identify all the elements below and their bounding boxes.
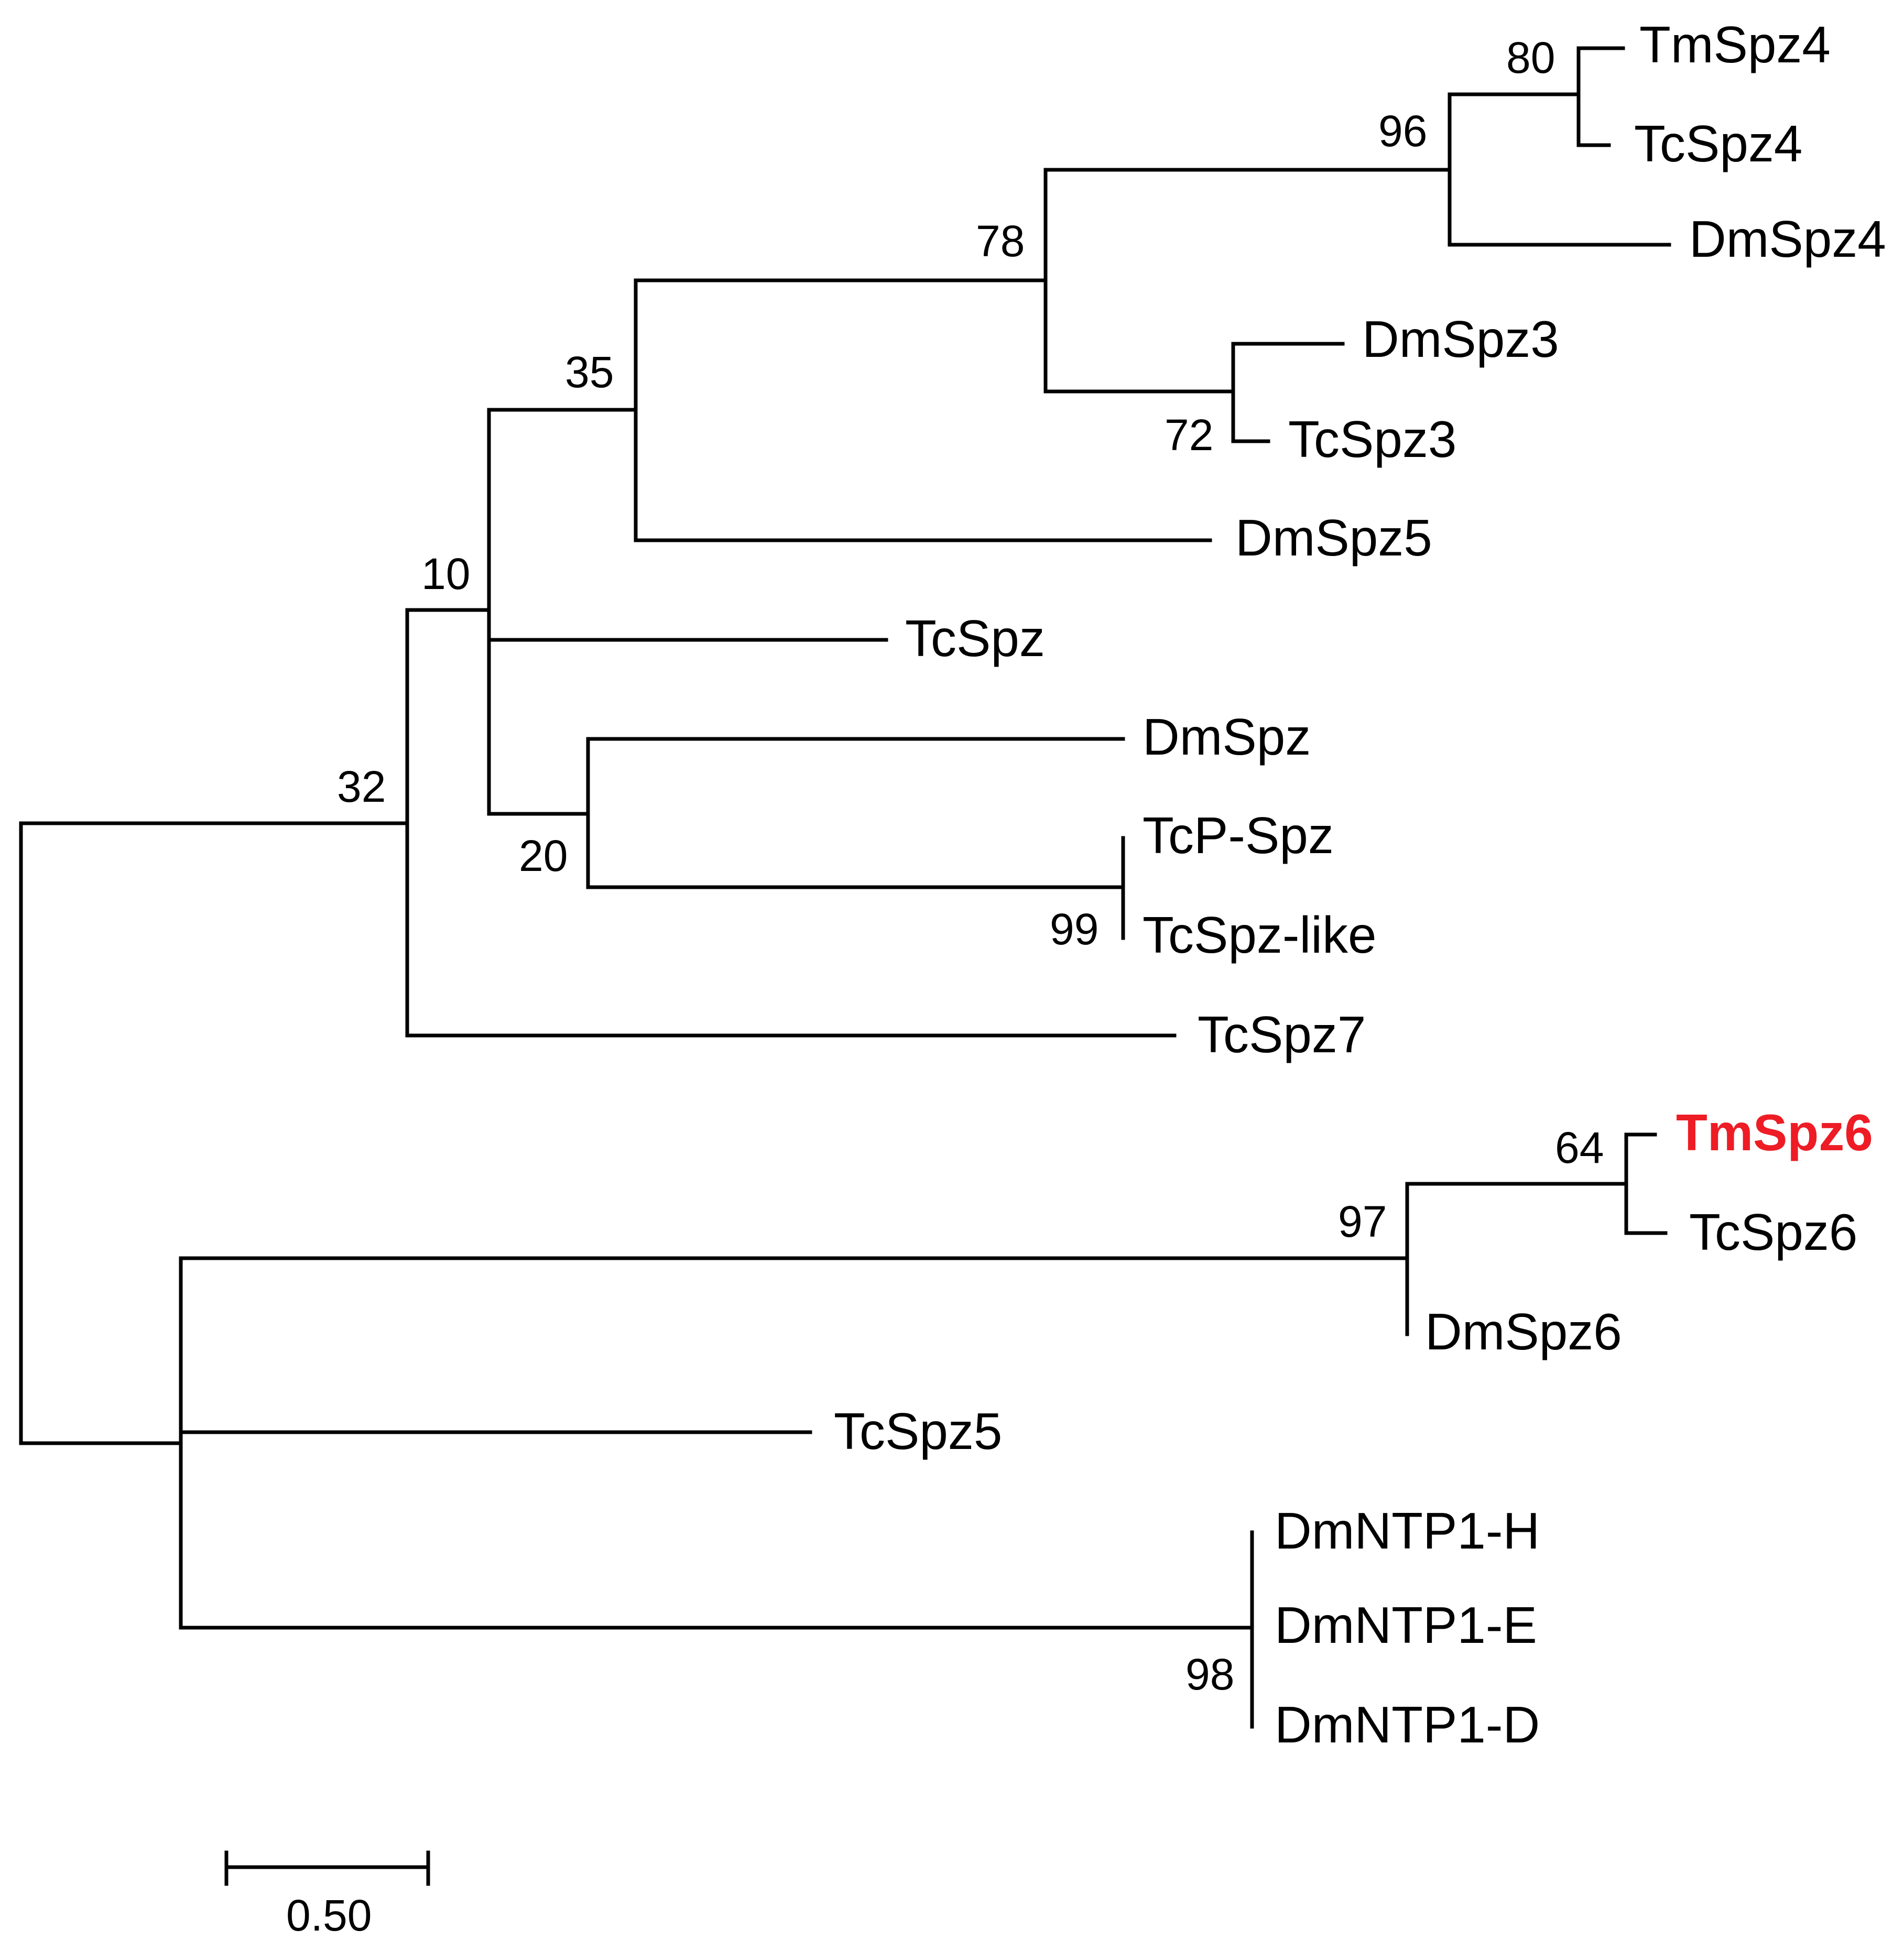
leaf-label: DmNTP1-H	[1275, 1502, 1540, 1560]
leaf-label: TcSpz	[905, 609, 1045, 667]
leaf-label: TcSpz7	[1198, 1006, 1366, 1063]
support-value: 80	[1506, 33, 1555, 82]
leaf-label: DmSpz4	[1689, 210, 1886, 268]
scale-bar-label: 0.50	[286, 1891, 372, 1940]
support-value: 72	[1165, 410, 1213, 460]
leaf-label: TcP-Spz	[1143, 806, 1334, 864]
leaf-label: TcSpz3	[1288, 410, 1456, 468]
support-value: 78	[976, 216, 1025, 266]
leaf-label: DmSpz5	[1235, 509, 1432, 566]
tree-branches	[19, 46, 1671, 1729]
support-value: 98	[1185, 1650, 1234, 1699]
support-value: 20	[519, 831, 568, 880]
leaf-label: TcSpz4	[1634, 115, 1802, 172]
leaf-label: DmSpz3	[1362, 310, 1559, 368]
leaf-label: DmNTP1-D	[1275, 1696, 1540, 1753]
leaf-labels: TmSpz4 TcSpz4 DmSpz4 DmSpz3 TcSpz3 DmSpz…	[834, 16, 1886, 1753]
leaf-label-highlighted: TmSpz6	[1676, 1104, 1873, 1161]
scale-bar: 0.50	[224, 1850, 430, 1940]
leaf-label: DmSpz6	[1425, 1303, 1622, 1360]
leaf-label: DmNTP1-E	[1275, 1596, 1537, 1654]
leaf-label: DmSpz	[1143, 708, 1311, 766]
support-value: 64	[1555, 1123, 1604, 1172]
support-value: 10	[421, 549, 470, 598]
support-value: 35	[565, 347, 614, 397]
leaf-label: TcSpz-like	[1143, 906, 1377, 964]
support-value: 32	[337, 762, 386, 811]
leaf-label: TcSpz6	[1689, 1203, 1857, 1261]
support-value: 96	[1378, 106, 1427, 156]
leaf-label: TcSpz5	[834, 1402, 1002, 1460]
support-values: 80 96 72 78 35 99 20 10 32 64 97 98	[337, 33, 1604, 1699]
support-value: 97	[1338, 1197, 1387, 1246]
support-value: 99	[1050, 904, 1098, 954]
leaf-label: TmSpz4	[1639, 16, 1831, 73]
